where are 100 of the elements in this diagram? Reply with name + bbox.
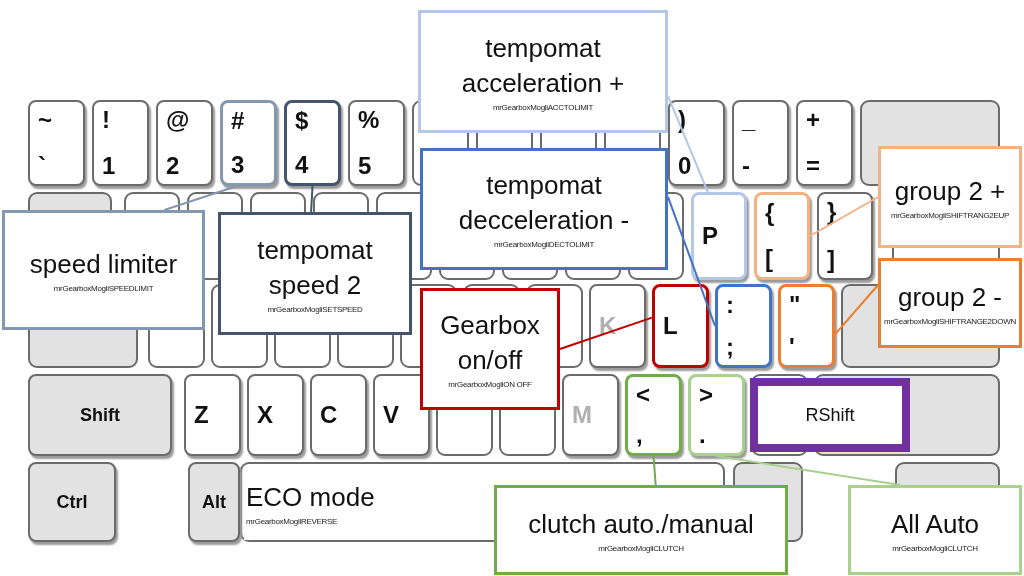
key-legend: { xyxy=(765,201,775,225)
callout-title: All Auto xyxy=(890,507,980,541)
keyboard-key xyxy=(625,374,682,456)
key-legend: $ xyxy=(295,109,309,133)
key-legend: C xyxy=(320,403,338,427)
keyboard-key xyxy=(754,192,810,280)
binding-name: mrGearboxMogliSHIFTRANG2EUP xyxy=(890,210,1010,221)
key-legend: . xyxy=(699,423,706,447)
callout-title: group 2 + xyxy=(894,174,1006,208)
key-legend: V xyxy=(383,403,399,427)
keyboard-key xyxy=(284,100,341,186)
key-legend: , xyxy=(636,423,643,447)
key-legend: ! xyxy=(102,108,110,132)
key-legend: [ xyxy=(765,247,773,271)
key-legend: ' xyxy=(789,335,795,359)
binding-name: mrGearboxMogliON OFF xyxy=(448,380,532,390)
binding-name: mrGearboxMogliDECTOLIMIT xyxy=(493,240,595,250)
keyboard-key xyxy=(589,284,646,368)
key-legend: : xyxy=(726,293,734,317)
callout-title: ECO mode xyxy=(246,480,375,514)
callout-box xyxy=(878,258,1022,348)
callout-box xyxy=(420,288,560,410)
binding-name: mrGearboxMogliACCTOLIMIT xyxy=(492,102,594,113)
binding-name: mrGearboxMogliSPEEDLIMIT xyxy=(53,283,154,294)
keyboard-key xyxy=(184,374,241,456)
key-legend: = xyxy=(806,154,820,178)
keyboard-key xyxy=(817,192,873,280)
keyboard-key xyxy=(691,192,747,280)
leader-line xyxy=(310,185,314,213)
key-legend: # xyxy=(231,109,245,133)
keyboard-key xyxy=(562,374,619,456)
keyboard-key xyxy=(715,284,772,368)
keyboard-key xyxy=(688,374,745,456)
leader-line xyxy=(652,455,657,486)
keyboard-key xyxy=(247,374,304,456)
keyboard-key xyxy=(188,462,240,542)
binding-name: mrGearboxMogliCLUTCH xyxy=(892,543,978,554)
key-legend: ] xyxy=(827,248,835,272)
key-legend: + xyxy=(806,108,820,132)
keyboard-key xyxy=(778,284,835,368)
key-legend: ` xyxy=(38,154,46,178)
callout-box xyxy=(494,485,788,575)
key-legend: Alt xyxy=(202,493,226,511)
keyboard-key xyxy=(220,100,277,186)
key-legend: Ctrl xyxy=(56,493,88,511)
callout-box xyxy=(420,148,668,270)
callout-title: tempomat decceleration - xyxy=(457,169,631,238)
leader-line xyxy=(809,196,879,237)
keyboard-key xyxy=(28,374,172,456)
key-legend: % xyxy=(358,108,380,132)
keyboard-key xyxy=(732,100,789,186)
callout-box xyxy=(750,378,910,452)
callout-box xyxy=(218,212,412,335)
key-legend: Z xyxy=(194,403,209,427)
key-legend: 1 xyxy=(102,154,116,178)
keyboard-key xyxy=(92,100,149,186)
leader-line xyxy=(715,455,902,486)
keyboard-key xyxy=(348,100,405,186)
callout-title: tempomat speed 2 xyxy=(256,233,374,302)
key-legend: ; xyxy=(726,335,734,359)
key-legend: 0 xyxy=(678,154,692,178)
key-legend: X xyxy=(257,403,273,427)
binding-name: mrGearboxMogliREVERSE xyxy=(246,516,338,527)
callout-box xyxy=(878,146,1022,248)
key-legend: 4 xyxy=(295,153,309,177)
callout-title: clutch auto./manual xyxy=(528,507,754,541)
callout-box xyxy=(418,10,668,133)
callout-box xyxy=(848,485,1022,575)
binding-name: mrGearboxMogliCLUTCH xyxy=(598,543,684,554)
key-legend: Shift xyxy=(80,406,120,424)
key-legend: P xyxy=(702,224,718,248)
keyboard-key xyxy=(796,100,853,186)
binding-name: mrGearboxMogliSHIFTRANGE2DOWN xyxy=(884,316,1016,327)
key-legend: " xyxy=(789,293,801,317)
leader-line xyxy=(559,316,653,350)
key-legend: - xyxy=(742,154,750,178)
keyboard-key xyxy=(156,100,213,186)
callout-title: tempomat acceleration + xyxy=(460,31,626,100)
key-legend: M xyxy=(572,403,592,427)
callout-title: RShift xyxy=(805,403,855,427)
callout-box xyxy=(2,210,205,330)
keyboard-key xyxy=(652,284,709,368)
key-legend: 2 xyxy=(166,154,180,178)
key-legend: L xyxy=(663,314,678,338)
key-legend: 5 xyxy=(358,154,372,178)
key-legend: K xyxy=(599,314,617,338)
key-legend: ~ xyxy=(38,108,52,132)
key-legend: _ xyxy=(742,108,756,132)
key-legend: 3 xyxy=(231,153,245,177)
callout-title: Gearbox on/off xyxy=(439,309,541,378)
key-legend: @ xyxy=(166,108,190,132)
keyboard-key xyxy=(668,100,725,186)
keyboard-key xyxy=(373,374,430,456)
keyboard-key xyxy=(28,100,85,186)
key-legend: < xyxy=(636,383,650,407)
keyboard-key xyxy=(310,374,367,456)
key-legend: ) xyxy=(678,108,686,132)
binding-name: mrGearboxMogliSETSPEED xyxy=(267,304,363,315)
callout-title: group 2 - xyxy=(897,280,1003,314)
key-legend: > xyxy=(699,383,713,407)
